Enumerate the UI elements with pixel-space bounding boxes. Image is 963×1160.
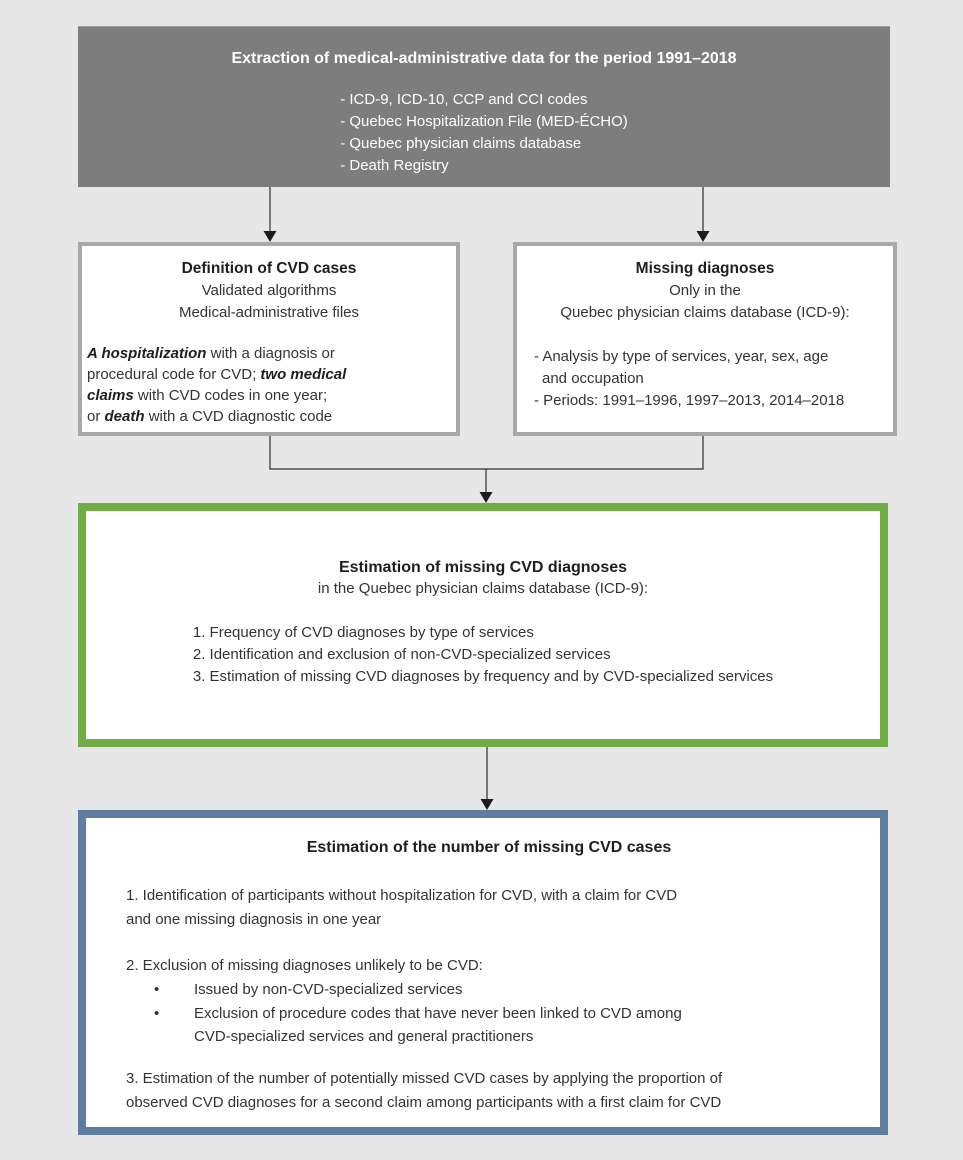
estimation-diagnoses-steps: 1. Frequency of CVD diagnoses by type of…: [193, 622, 773, 688]
definition-box: Definition of CVD cases Validated algori…: [78, 242, 460, 436]
missing-subtitle-line: Only in the: [669, 282, 741, 299]
definition-body-segment: with a diagnosis or procedural code for …: [87, 345, 335, 383]
estimation-diagnoses-subtitle: in the Quebec physician claims database …: [317, 580, 649, 597]
missing-item-continuation: and occupation: [542, 370, 644, 387]
bullet-text: Exclusion of procedure codes that have n…: [194, 1004, 682, 1046]
extraction-item: - ICD-9, ICD-10, CCP and CCI codes: [340, 91, 588, 108]
missing-item: - Periods: 1991–1996, 1997–2013, 2014–20…: [534, 392, 845, 409]
estimation-diagnoses-step: 1. Frequency of CVD diagnoses by type of…: [192, 624, 534, 641]
missing-diagnoses-box: Missing diagnoses Only in the Quebec phy…: [513, 242, 897, 436]
estimation-cases-step-3: 3. Estimation of the number of potential…: [126, 1069, 723, 1111]
bullet-list-item: • Issued by non-CVD-specialized services: [126, 978, 852, 1002]
definition-body-segment: with CVD codes in one year; or: [87, 387, 328, 425]
extraction-title: Extraction of medical-administrative dat…: [231, 50, 737, 67]
bullet-icon: •: [154, 1004, 160, 1022]
bullet-text: Issued by non-CVD-specialized services: [194, 981, 463, 998]
missing-header: Missing diagnoses Only in the Quebec phy…: [517, 258, 893, 324]
estimation-cases-step-1: 1. Identification of participants withou…: [126, 887, 678, 928]
estimation-cases-bullet-list: • Issued by non-CVD-specialized services…: [126, 978, 852, 1049]
estimation-cases-title: Estimation of the number of missing CVD …: [306, 839, 672, 856]
definition-subtitle-line: Validated algorithms: [201, 282, 337, 299]
arrow-merge-to-estimation-diagnoses: [269, 436, 704, 503]
bullet-icon: •: [154, 981, 160, 998]
extraction-item: - Quebec physician claims database: [340, 135, 582, 152]
arrow-extraction-to-missing: [696, 187, 710, 242]
missing-subtitle-line: Quebec physician claims database (ICD-9)…: [560, 304, 850, 321]
definition-header: Definition of CVD cases Validated algori…: [82, 258, 456, 324]
definition-body-segment: A hospitalization: [87, 345, 207, 362]
estimation-cases-step-2: 2. Exclusion of missing diagnoses unlike…: [126, 957, 483, 974]
definition-body-segment: two medical claims: [87, 366, 347, 404]
arrow-estimation-diagnoses-to-cases: [480, 747, 494, 810]
extraction-box: Extraction of medical-administrative dat…: [78, 26, 890, 187]
estimation-cases-box: Estimation of the number of missing CVD …: [78, 810, 888, 1135]
missing-title: Missing diagnoses: [635, 260, 775, 277]
missing-item-list: - Analysis by type of services, year, se…: [517, 346, 893, 412]
definition-title: Definition of CVD cases: [181, 260, 357, 277]
definition-body-segment: with a CVD diagnostic code: [144, 408, 333, 425]
extraction-item: - Death Registry: [340, 157, 449, 174]
extraction-item: - Quebec Hospitalization File (MED-ÉCHO): [340, 113, 628, 130]
estimation-diagnoses-box: Estimation of missing CVD diagnoses in t…: [78, 503, 888, 747]
estimation-diagnoses-title: Estimation of missing CVD diagnoses: [338, 559, 628, 576]
estimation-diagnoses-step: 3. Estimation of missing CVD diagnoses b…: [192, 668, 774, 685]
definition-body: A hospitalization with a diagnosis or pr…: [82, 343, 456, 427]
extraction-item-list: - ICD-9, ICD-10, CCP and CCI codes - Que…: [340, 89, 628, 177]
missing-item: - Analysis by type of services, year, se…: [534, 348, 829, 365]
estimation-diagnoses-step: 2. Identification and exclusion of non-C…: [192, 646, 611, 663]
arrow-extraction-to-definition: [263, 187, 277, 242]
bullet-list-item: • Exclusion of procedure codes that have…: [126, 1002, 852, 1049]
definition-body-segment: death: [104, 408, 145, 425]
definition-subtitle-line: Medical-administrative files: [178, 304, 360, 321]
